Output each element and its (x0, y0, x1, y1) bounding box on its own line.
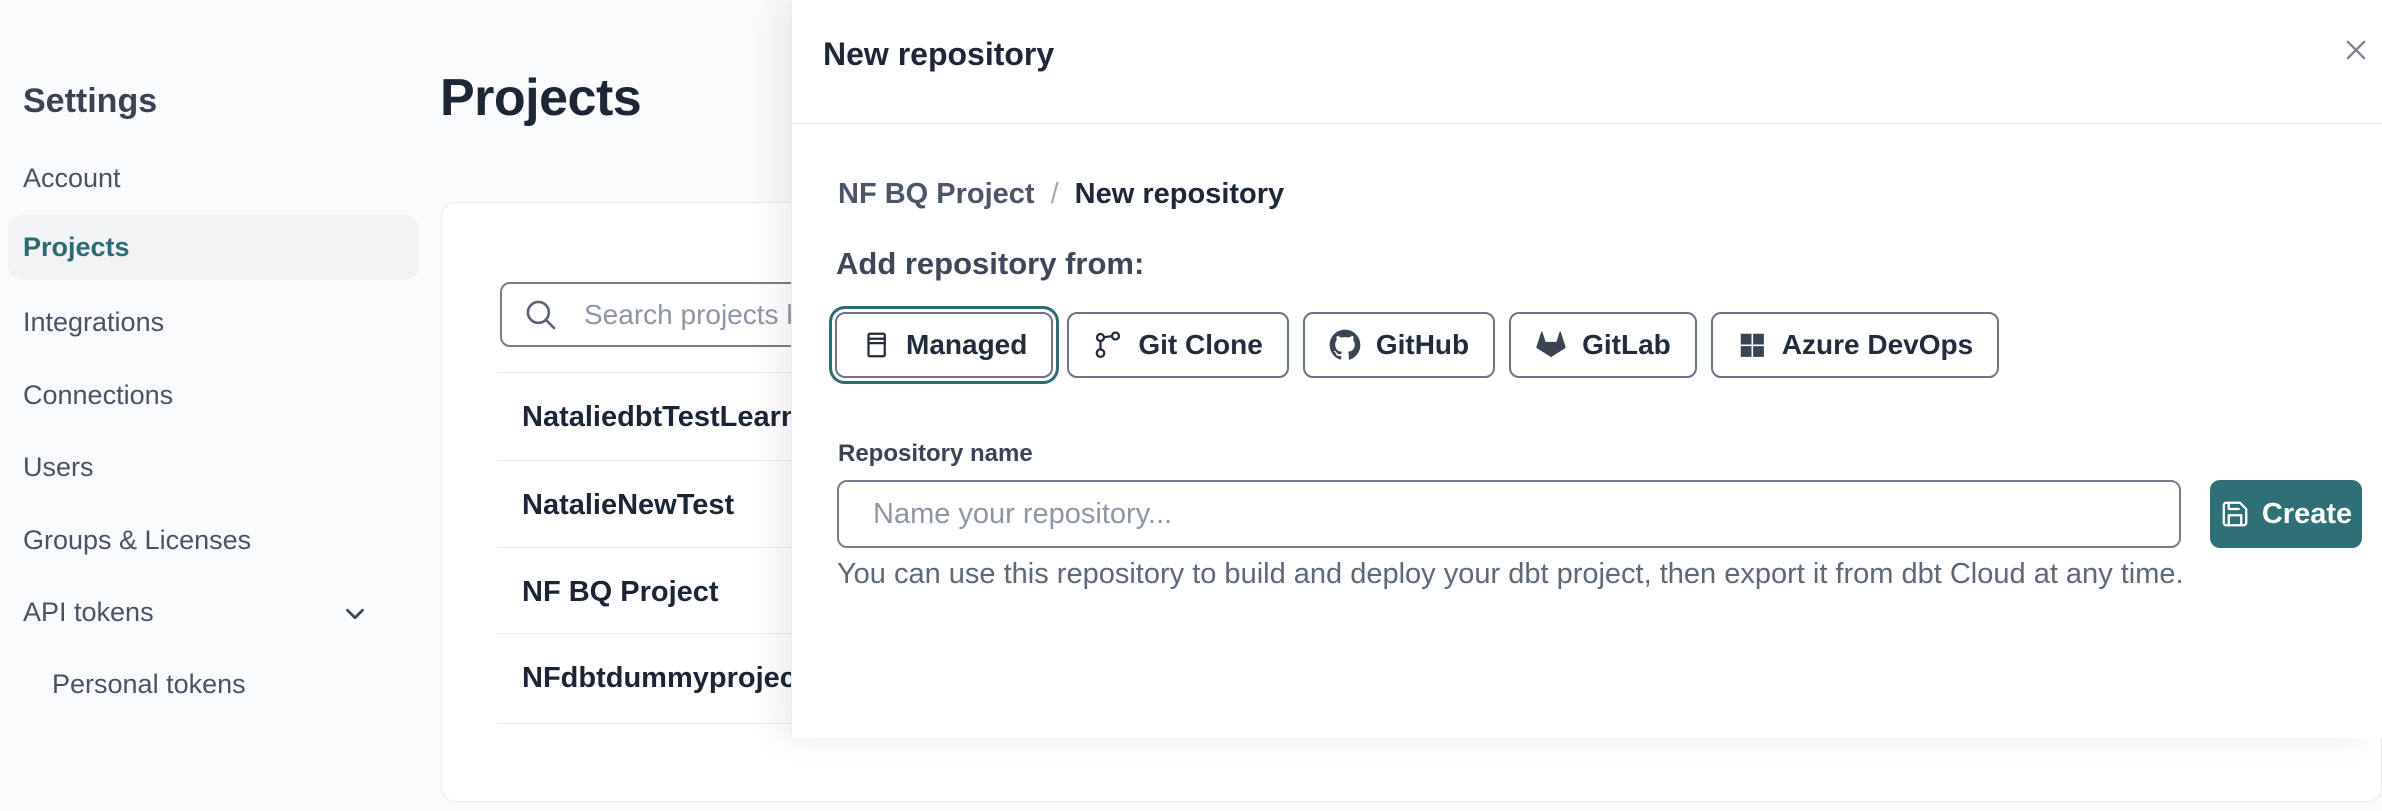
chevron-down-icon[interactable] (340, 599, 370, 629)
repository-source-options: Managed Git Clone GitHub (828, 306, 2000, 384)
sidebar-item-account[interactable]: Account (23, 163, 121, 193)
breadcrumb-current: New repository (1074, 178, 1285, 210)
source-option-label: Git Clone (1138, 329, 1263, 360)
source-option-label: GitHub (1375, 329, 1470, 360)
managed-repo-icon (861, 330, 891, 360)
source-option-label: GitLab (1582, 329, 1671, 360)
modal-header: New repository (792, 0, 2382, 124)
repository-name-label: Repository name (838, 440, 1033, 467)
project-name-link[interactable]: NatalieNewTest (522, 489, 735, 521)
repository-name-input[interactable] (837, 480, 2181, 548)
close-button[interactable] (2336, 30, 2376, 70)
breadcrumb-separator: / (1050, 178, 1059, 210)
breadcrumb: NF BQ Project / New repository (838, 178, 1284, 211)
repository-helper-text: You can use this repository to build and… (837, 558, 2184, 590)
source-option-managed[interactable]: Managed (828, 306, 1060, 384)
source-option-gitlab[interactable]: GitLab (1509, 312, 1697, 378)
sidebar-item-personal-tokens[interactable]: Personal tokens (52, 669, 246, 699)
project-name-link[interactable]: NFdbtdummyproject (522, 662, 806, 694)
source-option-label: Managed (906, 329, 1028, 360)
breadcrumb-project-link[interactable]: NF BQ Project (838, 178, 1035, 210)
save-icon (2220, 499, 2250, 529)
sidebar-item-integrations[interactable]: Integrations (23, 307, 165, 337)
create-button-label: Create (2261, 497, 2353, 530)
source-option-label: Azure DevOps (1781, 329, 1974, 360)
sidebar-item-groups-licenses[interactable]: Groups & Licenses (23, 525, 252, 555)
sidebar-item-projects[interactable]: Projects (8, 215, 419, 280)
modal-title: New repository (823, 36, 1055, 72)
create-button[interactable]: Create (2210, 480, 2362, 548)
new-repository-modal: New repository NF BQ Project / New repos… (791, 0, 2382, 738)
search-icon (524, 298, 558, 332)
github-icon (1329, 329, 1361, 361)
page-title: Projects (440, 69, 642, 127)
source-option-git-clone[interactable]: Git Clone (1067, 312, 1289, 378)
gitlab-icon (1535, 329, 1567, 361)
sidebar-item-connections[interactable]: Connections (23, 380, 174, 410)
git-branch-icon (1093, 330, 1123, 360)
sidebar-item-projects-label: Projects (23, 232, 130, 262)
settings-heading: Settings (23, 82, 158, 120)
project-name-link[interactable]: NF BQ Project (522, 576, 719, 608)
sidebar-item-api-tokens[interactable]: API tokens (23, 597, 154, 627)
close-icon (2342, 36, 2370, 64)
project-name-link[interactable]: NataliedbtTestLearn T (522, 401, 825, 433)
source-option-github[interactable]: GitHub (1302, 312, 1496, 378)
source-option-azure-devops[interactable]: Azure DevOps (1710, 312, 2000, 378)
sidebar-item-users[interactable]: Users (23, 452, 94, 482)
add-repository-heading: Add repository from: (836, 246, 1145, 281)
azure-devops-icon (1737, 330, 1767, 360)
